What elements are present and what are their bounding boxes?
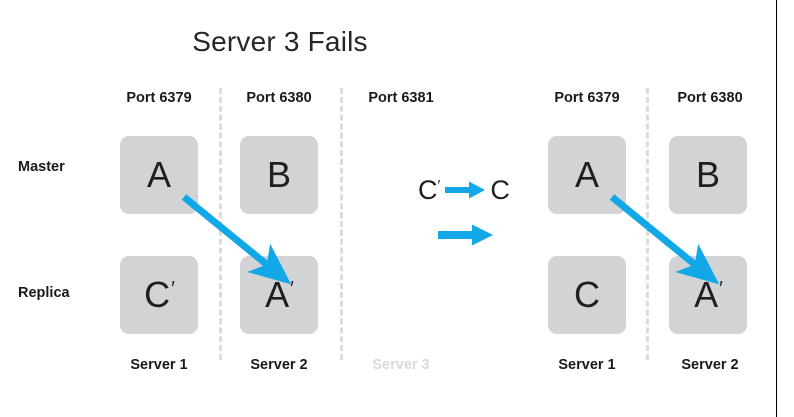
column-divider-2 bbox=[340, 88, 343, 360]
node-glyph: A′ bbox=[265, 274, 294, 315]
server-label-left-1: Server 1 bbox=[130, 357, 188, 373]
port-label-right-1: Port 6379 bbox=[554, 90, 620, 106]
right-edge-rule bbox=[776, 0, 777, 417]
node-right-master-server2[interactable]: B bbox=[669, 136, 747, 214]
port-label-left-2: Port 6380 bbox=[246, 90, 312, 106]
node-glyph: A bbox=[146, 154, 171, 195]
node-glyph: C bbox=[574, 274, 600, 315]
row-label-master: Master bbox=[18, 159, 65, 175]
port-label-right-2: Port 6380 bbox=[677, 90, 743, 106]
page-title: Server 3 Fails bbox=[192, 26, 368, 57]
node-right-replica-server1[interactable]: C bbox=[548, 256, 626, 334]
node-glyph: A′ bbox=[694, 274, 723, 315]
legend-to-glyph: C bbox=[490, 174, 510, 205]
column-divider-3 bbox=[646, 88, 649, 360]
port-label-left-1: Port 6379 bbox=[126, 90, 192, 106]
port-label-left-3: Port 6381 bbox=[368, 90, 434, 106]
row-label-replica: Replica bbox=[18, 285, 70, 301]
node-glyph: A bbox=[574, 154, 599, 195]
server-label-right-1: Server 1 bbox=[558, 357, 616, 373]
right-arrow-icon bbox=[438, 224, 493, 246]
node-left-master-server2[interactable]: B bbox=[240, 136, 318, 214]
node-glyph: B bbox=[266, 154, 291, 195]
server-label-right-2: Server 2 bbox=[681, 357, 739, 373]
node-right-master-server1[interactable]: A bbox=[548, 136, 626, 214]
server-label-left-2: Server 2 bbox=[250, 357, 308, 373]
right-arrow-icon bbox=[445, 181, 486, 199]
node-left-replica-server1[interactable]: C′ bbox=[120, 256, 198, 334]
node-glyph: C′ bbox=[144, 274, 175, 315]
legend-promotion: C′ C bbox=[418, 172, 510, 208]
node-right-replica-server2[interactable]: A′ bbox=[669, 256, 747, 334]
node-left-replica-server2[interactable]: A′ bbox=[240, 256, 318, 334]
node-glyph: B bbox=[695, 154, 720, 195]
legend-from-glyph: C′ bbox=[418, 174, 441, 205]
column-divider-1 bbox=[219, 88, 222, 360]
node-left-master-server1[interactable]: A bbox=[120, 136, 198, 214]
server-label-left-3: Server 3 bbox=[372, 357, 430, 373]
